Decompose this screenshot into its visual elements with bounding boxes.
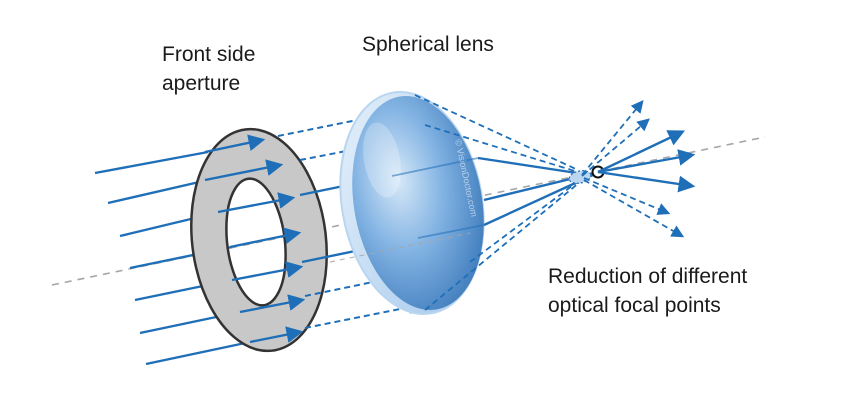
incoming-ray-2 <box>107 178 209 205</box>
converging-rays-dashed <box>414 94 581 311</box>
aperture-ray-4 <box>229 227 302 249</box>
front-side-aperture-label: Front side aperture <box>162 40 302 98</box>
converge-ray-1 <box>477 156 591 177</box>
diverge-dashed-1 <box>581 100 644 176</box>
aperture-ray-1 <box>204 134 266 154</box>
diverge-dashed-3 <box>583 177 671 215</box>
diverge-solid-3 <box>597 170 696 193</box>
diverge-dashed-4 <box>583 179 685 238</box>
front-label-line-1: Front side <box>162 43 256 66</box>
cone-ray-bottom <box>424 181 581 311</box>
front-label-line-2: aperture <box>162 72 241 95</box>
cone-ray-upper <box>424 124 579 173</box>
spherical-lens: © VisionDoctor.com <box>329 91 485 315</box>
reduction-label-line-2: optical focal points <box>548 294 721 317</box>
aperture-rays <box>204 134 306 344</box>
aperture-ray-7 <box>249 326 304 344</box>
diverge-dashed-2 <box>581 118 650 177</box>
aperture-ray-2 <box>204 159 284 182</box>
lens-body <box>352 96 484 310</box>
aperture-ray-3 <box>217 192 296 214</box>
diverge-solid-2 <box>597 149 696 174</box>
incoming-ray-7 <box>145 340 251 366</box>
diverging-rays-solid <box>597 130 696 193</box>
diverge-solid-1 <box>597 130 686 174</box>
reduction-label-line-1: Reduction of different <box>548 265 748 288</box>
diverging-rays-dashed <box>581 100 685 238</box>
converging-rays-solid <box>477 156 596 227</box>
incoming-ray-1 <box>94 150 209 175</box>
aperture-ray-5 <box>231 261 304 282</box>
lens-highlight <box>363 122 401 198</box>
spherical-lens-label: Spherical lens <box>362 33 494 56</box>
reduction-focal-points-label: Reduction of different optical focal poi… <box>548 262 838 320</box>
aperture-ray-6 <box>239 294 306 314</box>
cone-ray-lower <box>469 179 581 263</box>
